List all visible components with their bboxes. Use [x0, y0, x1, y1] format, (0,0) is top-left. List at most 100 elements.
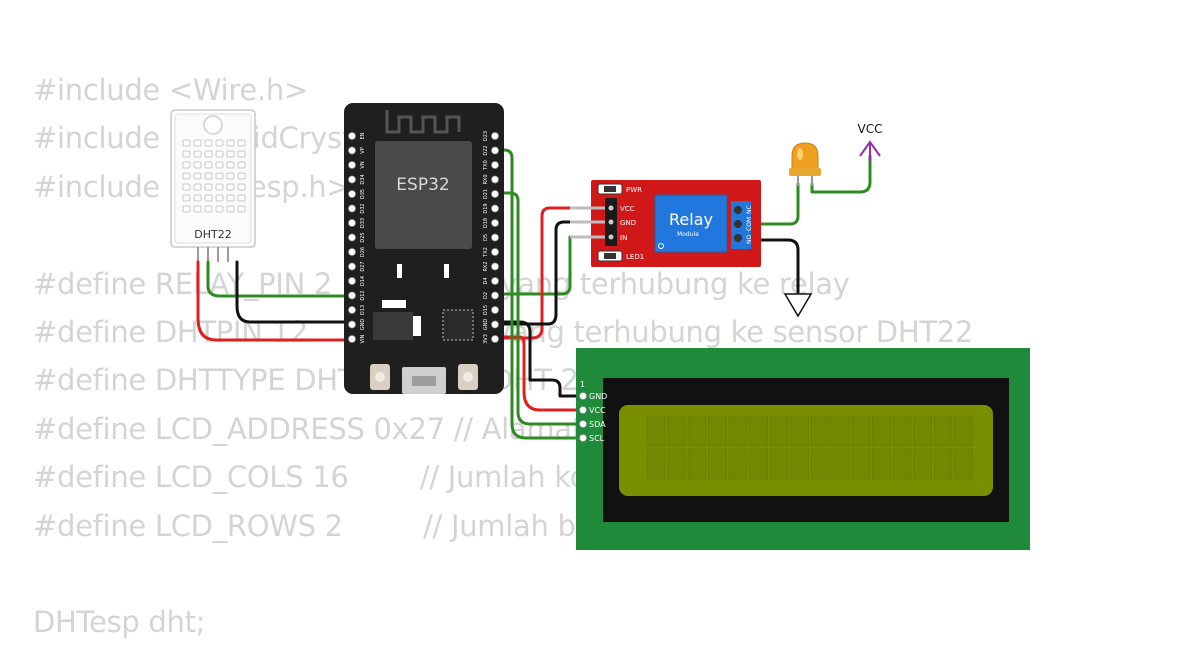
vcc-symbol: VCC	[858, 122, 883, 162]
esp32-pin[interactable]	[491, 233, 499, 242]
esp32-pin-label: TX0	[483, 160, 489, 171]
esp32-pin-label: D13	[360, 305, 366, 315]
lcd-display[interactable]: 1 GND VCC SDA SCL	[576, 348, 1030, 550]
esp32-pin[interactable]	[491, 248, 499, 256]
wire-lcd-sda[interactable]	[493, 191, 585, 426]
wire-relay-in[interactable]	[493, 235, 606, 296]
wire-dht-data[interactable]	[206, 260, 354, 298]
lcd-pin[interactable]	[579, 434, 587, 442]
esp32-pin-label: D18	[483, 218, 489, 228]
esp32-module	[375, 141, 472, 249]
wire-lcd-scl[interactable]	[493, 148, 585, 440]
esp32-pin-label: D23	[483, 131, 489, 141]
lcd-pin[interactable]	[579, 392, 587, 400]
esp32-pin[interactable]	[348, 175, 356, 184]
esp32-pin[interactable]	[491, 132, 499, 140]
led1-label: LED1	[626, 253, 644, 261]
esp32-pin[interactable]	[348, 262, 356, 271]
esp32-pin[interactable]	[348, 190, 356, 198]
terminal-com: COM	[746, 217, 753, 231]
pwr-label: PWR	[626, 186, 642, 194]
dht22-sensor[interactable]: DHT22	[170, 109, 256, 262]
lcd-pin-label: GND	[589, 392, 607, 401]
esp32-pin[interactable]	[491, 146, 499, 155]
esp32-pin-label: GND	[483, 319, 489, 331]
esp32-pin-label: VN	[360, 161, 366, 168]
esp32-pin[interactable]	[491, 306, 499, 314]
ground-symbol	[783, 293, 813, 318]
relay-module[interactable]: VCC GND IN PWR LED1 Relay Module NC COM …	[570, 180, 761, 267]
esp32-pin[interactable]	[491, 204, 499, 213]
esp32-pin-label: D26	[360, 247, 366, 257]
lcd-pin-label: SCL	[589, 434, 605, 443]
esp32-pin-label: D32	[360, 203, 366, 213]
esp32-pin-label: D4	[483, 277, 489, 284]
esp32-pin-label: RX2	[483, 261, 489, 271]
wires	[196, 148, 872, 440]
wire-relay-vcc[interactable]	[493, 206, 606, 340]
esp32-pin[interactable]	[348, 146, 356, 155]
relay-pin-vcc: VCC	[620, 205, 635, 213]
esp32-pin[interactable]	[491, 175, 499, 184]
esp32-pin-label: D19	[483, 203, 489, 213]
esp32-pin-label: 3V3	[483, 334, 489, 344]
esp32-pin-label: D21	[483, 189, 489, 199]
terminal-nc: NC	[746, 205, 753, 214]
esp32-pin[interactable]	[348, 335, 356, 343]
lcd-character-cells	[646, 415, 973, 480]
esp32-pin[interactable]	[348, 233, 356, 242]
esp32-pin[interactable]	[491, 161, 499, 169]
relay-title: Relay	[669, 210, 713, 229]
wire-relay-gnd[interactable]	[493, 220, 606, 326]
wire-dht-vcc[interactable]	[196, 260, 354, 342]
esp32-pin-label: D15	[483, 305, 489, 315]
code-line: #include <DHTesp.h>	[33, 169, 351, 204]
esp32-pin[interactable]	[348, 204, 356, 213]
esp32-pin-label: D22	[483, 145, 489, 155]
ground-triangle-icon	[783, 293, 813, 318]
wire-lcd-gnd[interactable]	[493, 320, 585, 398]
esp32-pin[interactable]	[491, 320, 499, 329]
relay-subtitle: Module	[677, 231, 699, 238]
esp32-pin-label: VIN	[360, 334, 366, 343]
wire-led-vcc[interactable]	[810, 154, 872, 194]
esp32-pin-label: TX2	[483, 247, 489, 258]
relay-pin-in: IN	[620, 234, 627, 242]
wire-relay-com-led[interactable]	[738, 182, 800, 226]
lcd-pin1-label: 1	[580, 380, 585, 389]
esp32-pin[interactable]	[491, 291, 499, 300]
lcd-pin[interactable]	[579, 406, 587, 414]
esp32-pin[interactable]	[348, 320, 356, 329]
esp32-pin[interactable]	[491, 335, 499, 343]
amber-led[interactable]	[789, 142, 821, 186]
esp32-pin-label: D33	[360, 218, 366, 228]
esp32-pin-label: D25	[360, 232, 366, 242]
esp32-pin-label: D35	[360, 189, 366, 199]
esp32-pin[interactable]	[348, 132, 356, 140]
esp32-pin[interactable]	[348, 248, 356, 256]
wire-relay-no-gnd[interactable]	[738, 238, 800, 294]
esp32-pin-label: D14	[360, 276, 366, 286]
lcd-pin-label: VCC	[589, 406, 606, 415]
esp32-pin[interactable]	[348, 277, 356, 285]
esp32-pin[interactable]	[491, 190, 499, 198]
lcd-pin[interactable]	[579, 420, 587, 428]
vcc-label: VCC	[858, 122, 883, 136]
esp32-pin[interactable]	[491, 219, 499, 227]
esp32-pin-label: RX0	[483, 174, 489, 184]
wire-dht-gnd[interactable]	[235, 260, 354, 324]
esp32-pin[interactable]	[348, 306, 356, 314]
lcd-pin-label: SDA	[589, 420, 606, 429]
esp32-pin[interactable]	[491, 277, 499, 285]
esp32-pin-label: D27	[360, 261, 366, 271]
esp32-pin[interactable]	[348, 161, 356, 169]
esp32-right-pins: D23D22TX0RX0D21D19D18D5TX2RX2D4D2D15GND3…	[483, 131, 499, 344]
esp32-pin[interactable]	[348, 219, 356, 227]
esp32-label: ESP32	[396, 175, 449, 195]
esp32-board[interactable]: ESP32 ENVPVND34D35D32D33D25D26D27D14D12D…	[344, 103, 504, 394]
esp32-pin[interactable]	[491, 262, 499, 271]
esp32-pin[interactable]	[348, 291, 356, 300]
code-line: #include <Wire.h>	[33, 73, 308, 107]
wire-lcd-vcc[interactable]	[493, 335, 585, 412]
esp32-pin-label: EN	[360, 132, 366, 139]
